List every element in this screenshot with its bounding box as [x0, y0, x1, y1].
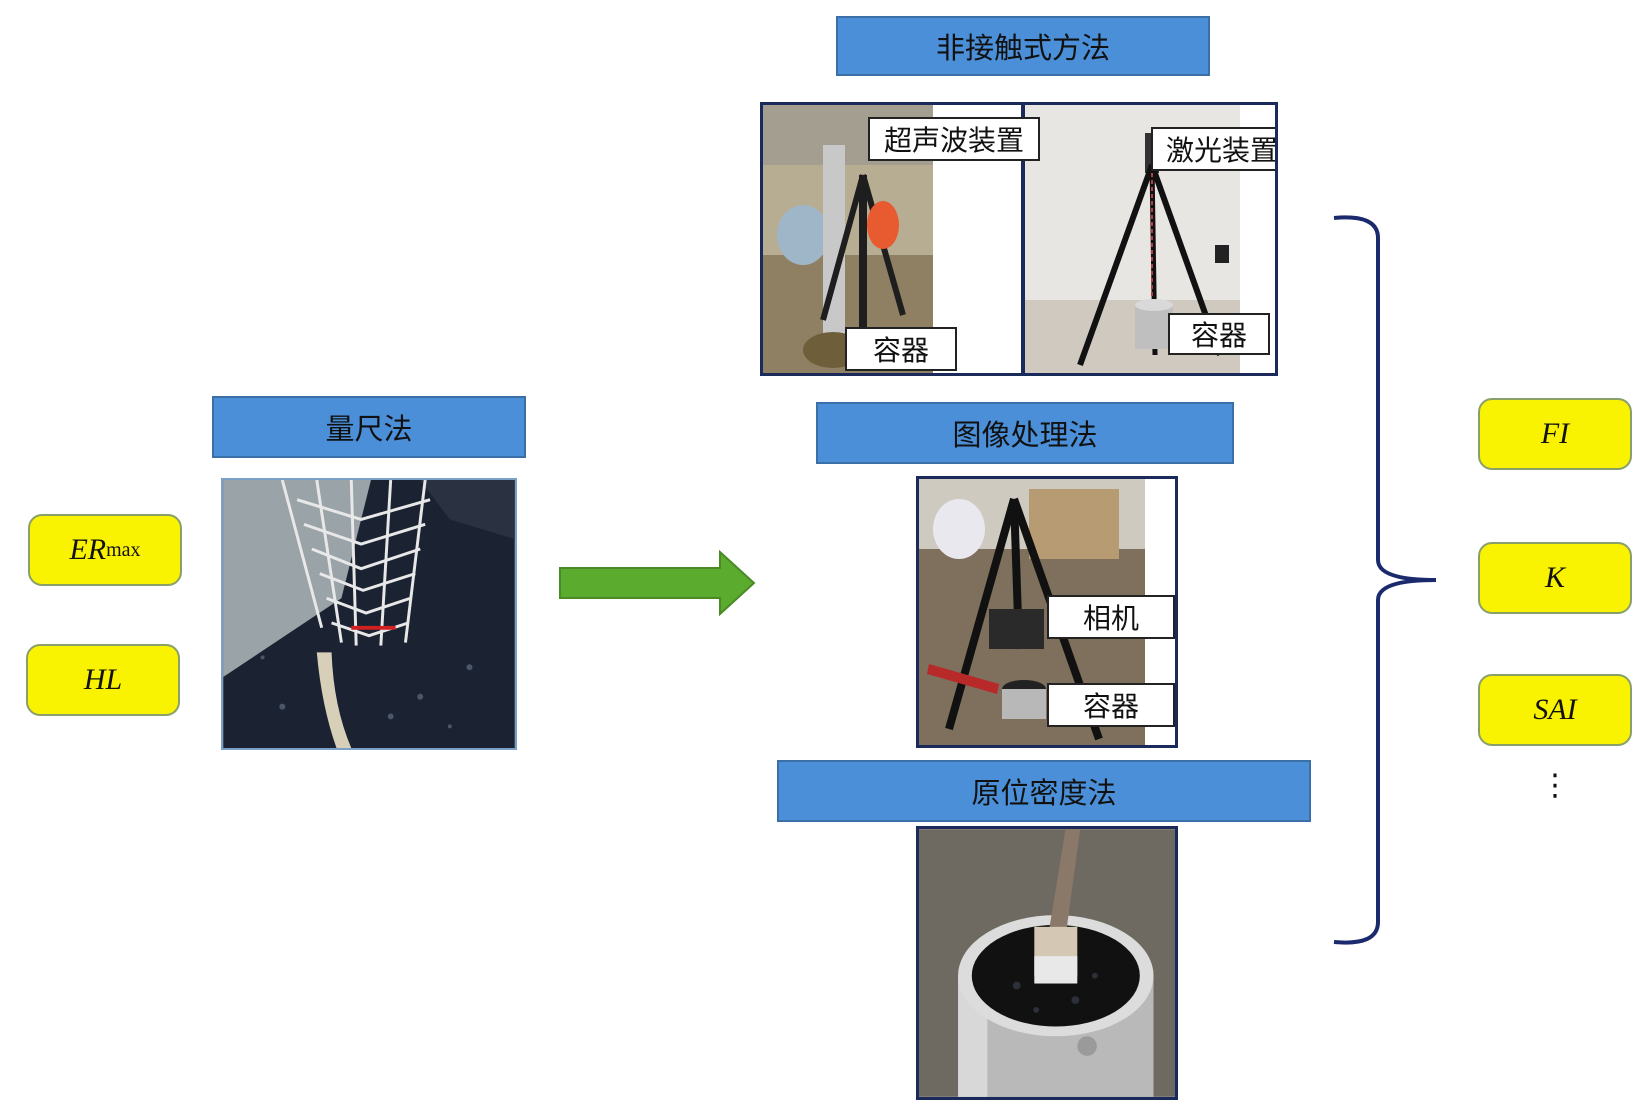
container-label-laser: 容器 — [1168, 313, 1270, 355]
non-contact-photo-panel: 超声波装置 激光装置 容器 容器 — [760, 102, 1278, 376]
container-label-camera: 容器 — [1047, 683, 1175, 727]
laser-device-label: 激光装置 — [1151, 127, 1275, 171]
in-situ-density-photo — [916, 826, 1178, 1100]
header-image-processing-method: 图像处理法 — [816, 402, 1234, 464]
container-label-ultrasonic: 容器 — [845, 327, 957, 371]
param-fi: FI — [1478, 398, 1632, 470]
header-in-situ-density-method: 原位密度法 — [777, 760, 1311, 822]
param-er-subscript: max — [106, 538, 141, 561]
camera-label: 相机 — [1047, 595, 1175, 639]
image-processing-photo-panel: 相机 容器 — [916, 476, 1178, 748]
param-hl: HL — [26, 644, 180, 716]
more-params-ellipsis: ⋮ — [1540, 768, 1570, 803]
photo-divider — [1021, 105, 1025, 373]
right-brace-icon — [1333, 215, 1437, 945]
header-non-contact-method: 非接触式方法 — [836, 16, 1210, 76]
header-ruler-method: 量尺法 — [212, 396, 526, 458]
param-k: K — [1478, 542, 1632, 614]
param-er-main-text: ER — [69, 533, 107, 566]
ultrasonic-device-label: 超声波装置 — [868, 117, 1040, 161]
param-sai: SAI — [1478, 674, 1632, 746]
ruler-method-photo — [221, 478, 517, 750]
green-arrow-icon — [559, 550, 756, 616]
